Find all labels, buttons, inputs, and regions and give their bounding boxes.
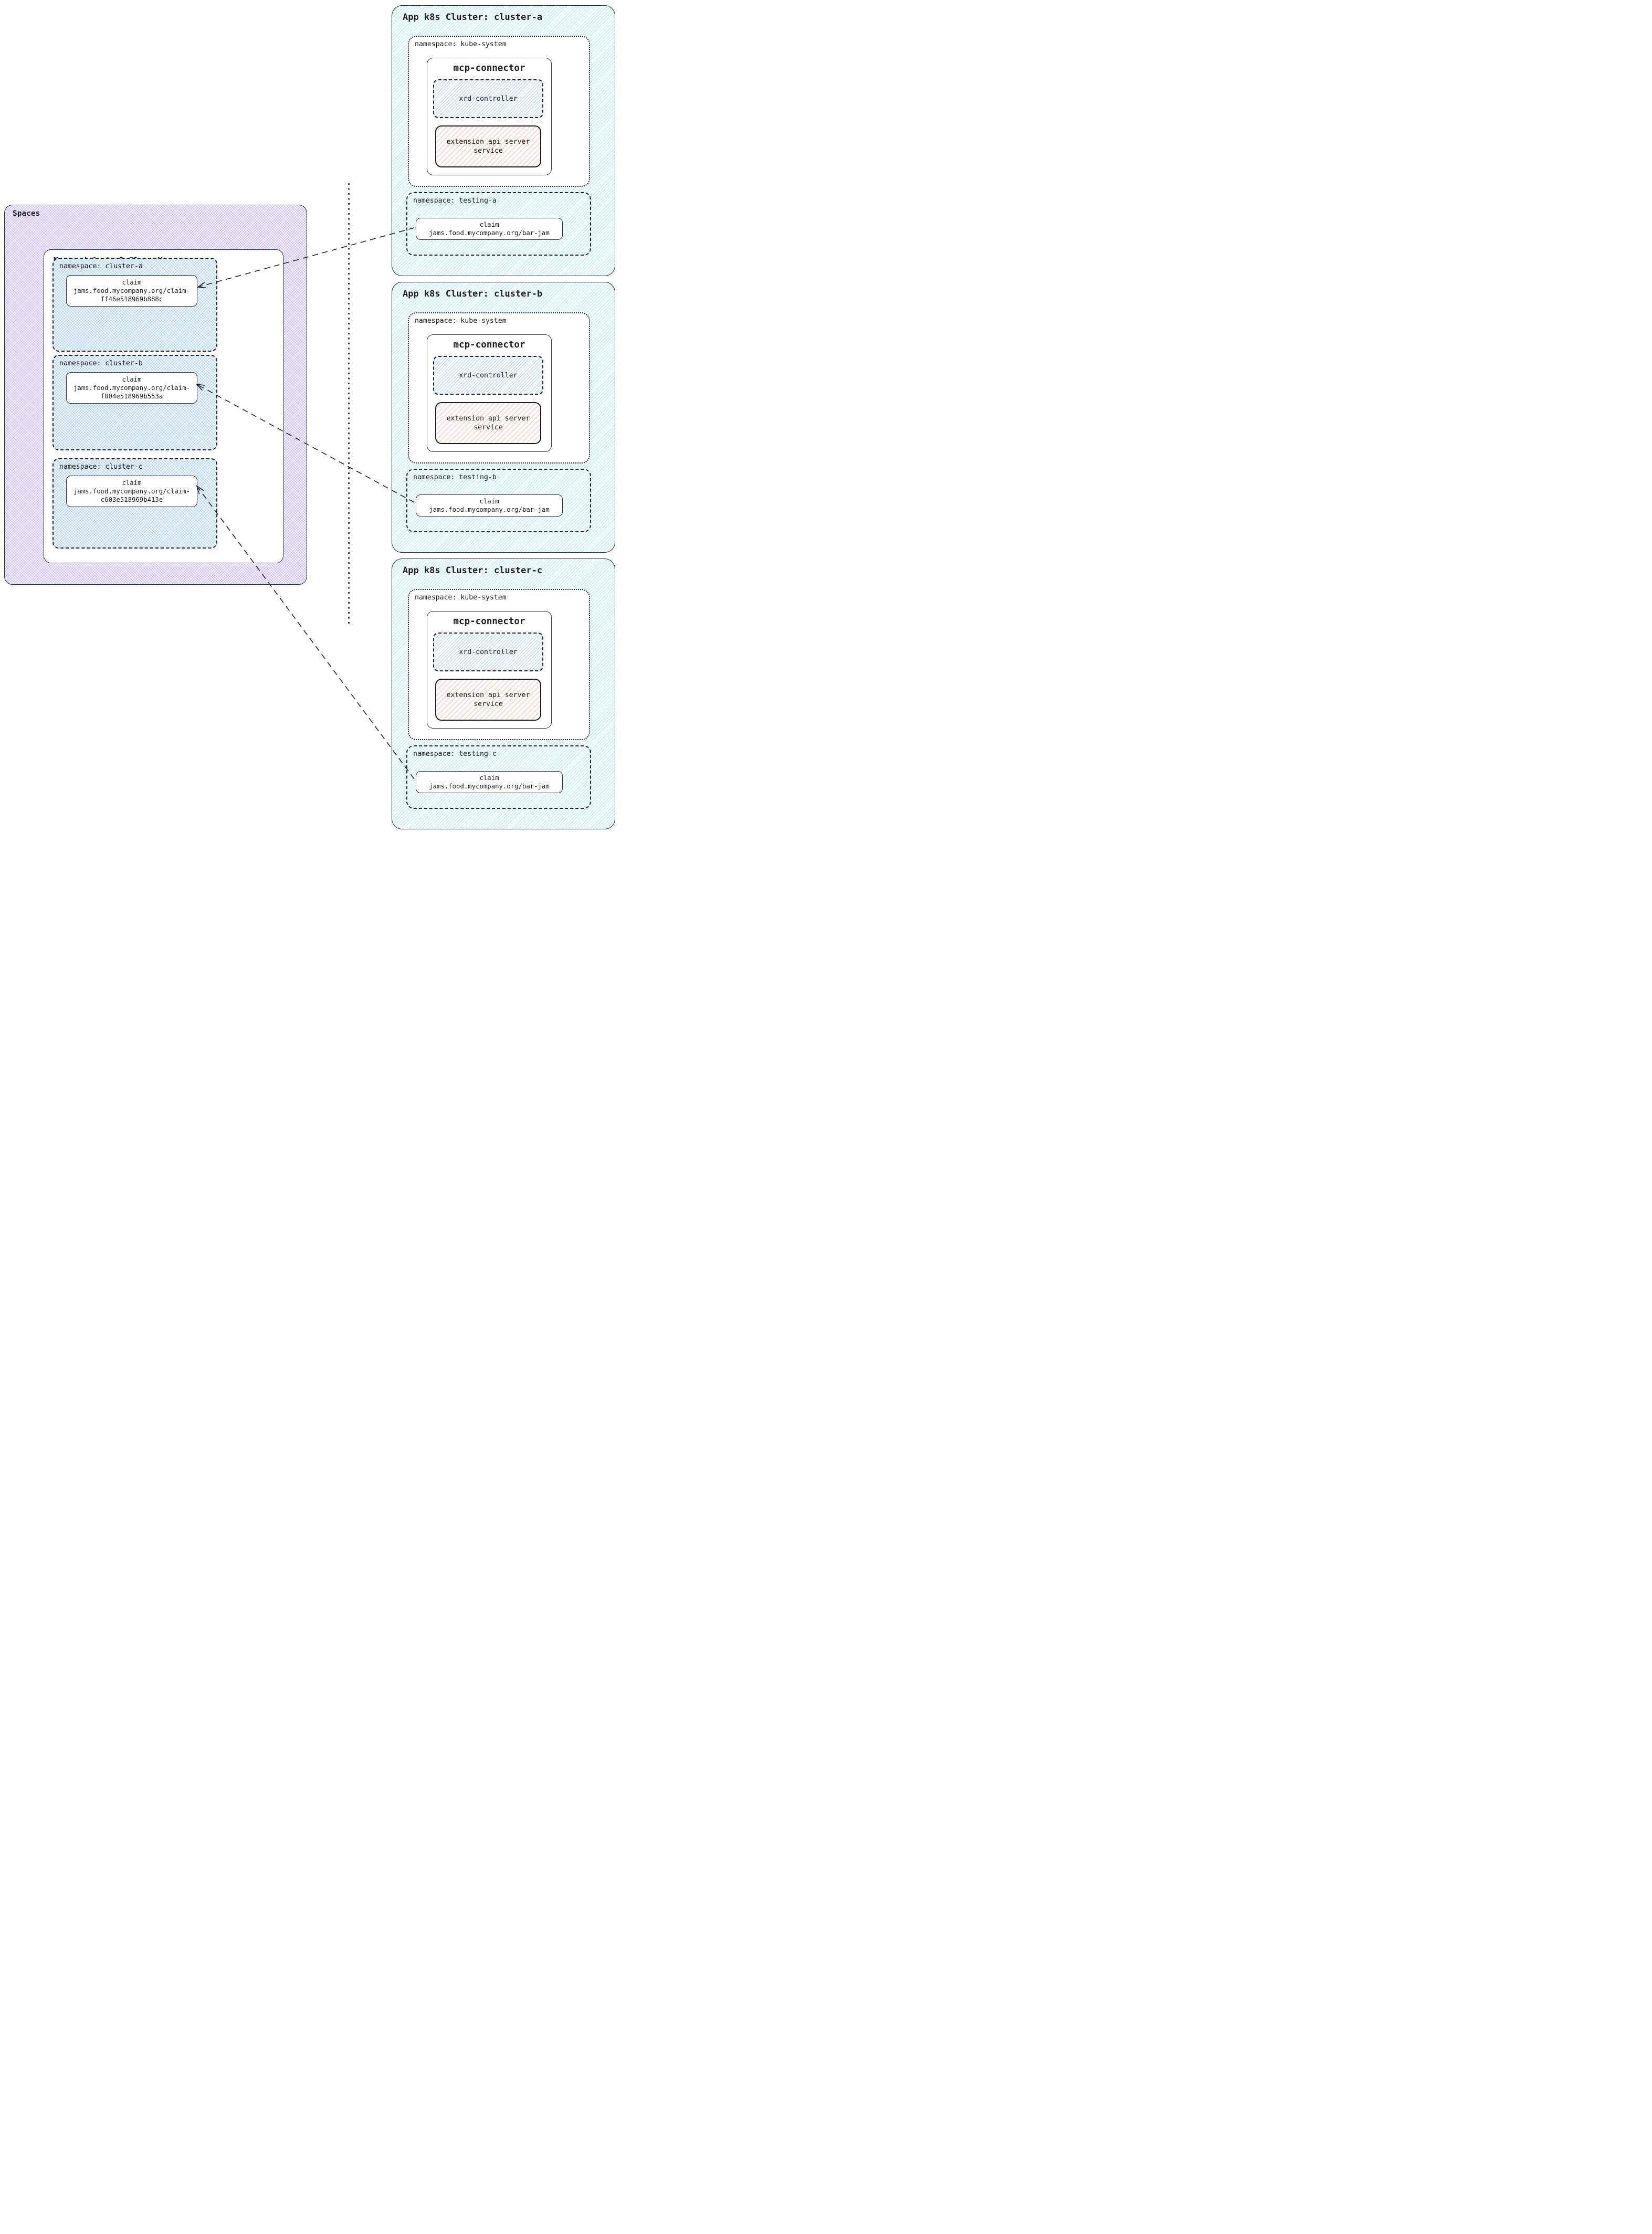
namespace-label: namespace: cluster-c [59, 463, 143, 471]
claim-card-testing-a: claim jams.food.mycompany.org/bar-jam [416, 218, 563, 240]
claim-kind: claim [122, 479, 142, 487]
mcp-connector-box: mcp-connector xrd-controller extension a… [427, 334, 552, 452]
kube-system-label: namespace: kube-system [415, 317, 507, 325]
claim-resource: jams.food.mycompany.org/bar-jam [429, 229, 550, 237]
extension-api-label-line1: extension api server [446, 138, 530, 146]
spaces-label: Spaces [13, 209, 40, 218]
kube-system-label: namespace: kube-system [415, 40, 507, 48]
mcp-connector-title: mcp-connector [453, 63, 525, 73]
cluster-box-c: App k8s Cluster: cluster-c namespace: ku… [392, 558, 615, 829]
extension-api-label-line2: service [473, 147, 503, 155]
control-plane-box: Managed Control Plane X namespace: clust… [44, 249, 283, 563]
claim-resource-line1: jams.food.mycompany.org/claim- [73, 488, 191, 495]
separator-dotted-line [348, 183, 350, 626]
namespace-label: namespace: cluster-b [59, 360, 143, 367]
testing-namespace-label: namespace: testing-c [413, 750, 497, 758]
diagram-canvas: Spaces Managed Control Plane X namespace… [0, 0, 619, 840]
namespace-label: namespace: cluster-a [59, 262, 143, 270]
kube-system-box: namespace: kube-system mcp-connector xrd… [408, 312, 590, 463]
namespace-box-cluster-a: namespace: cluster-a claim jams.food.myc… [52, 258, 217, 352]
extension-api-box: extension api server service [435, 125, 541, 167]
claim-resource-line2: f004e518969b553a [100, 393, 163, 400]
namespace-box-cluster-c: namespace: cluster-c claim jams.food.myc… [52, 458, 217, 549]
spaces-panel: Spaces Managed Control Plane X namespace… [4, 205, 307, 585]
extension-api-label-line1: extension api server [446, 415, 530, 423]
mcp-connector-title: mcp-connector [453, 616, 525, 627]
claim-resource-line2: c603e518969b413e [100, 496, 163, 503]
xrd-controller-box: xrd-controller [433, 356, 543, 395]
testing-namespace-box: namespace: testing-b claim jams.food.myc… [406, 469, 591, 532]
claim-resource-line1: jams.food.mycompany.org/claim- [73, 287, 191, 294]
kube-system-box: namespace: kube-system mcp-connector xrd… [408, 589, 590, 740]
kube-system-label: namespace: kube-system [415, 594, 507, 602]
xrd-controller-box: xrd-controller [433, 79, 543, 118]
claim-resource-line1: jams.food.mycompany.org/claim- [73, 384, 191, 392]
cluster-box-a: App k8s Cluster: cluster-a namespace: ku… [392, 5, 615, 276]
extension-api-box: extension api server service [435, 679, 541, 721]
xrd-controller-label: xrd-controller [459, 371, 518, 380]
testing-namespace-box: namespace: testing-a claim jams.food.myc… [406, 192, 591, 256]
claim-kind: claim [122, 376, 142, 383]
namespace-box-cluster-b: namespace: cluster-b claim jams.food.myc… [52, 355, 217, 450]
extension-api-label-line1: extension api server [446, 691, 530, 699]
claim-resource: jams.food.mycompany.org/bar-jam [429, 506, 550, 513]
cluster-title: App k8s Cluster: cluster-b [403, 289, 543, 299]
cluster-title: App k8s Cluster: cluster-c [403, 565, 543, 576]
claim-kind: claim [122, 279, 142, 286]
claim-card-cluster-b: claim jams.food.mycompany.org/claim- f00… [66, 372, 197, 404]
testing-namespace-label: namespace: testing-a [413, 197, 497, 205]
claim-card-testing-b: claim jams.food.mycompany.org/bar-jam [416, 494, 563, 517]
cluster-box-b: App k8s Cluster: cluster-b namespace: ku… [392, 282, 615, 553]
xrd-controller-label: xrd-controller [459, 648, 518, 656]
mcp-connector-box: mcp-connector xrd-controller extension a… [427, 58, 552, 175]
claim-kind: claim [479, 774, 499, 782]
claim-card-cluster-c: claim jams.food.mycompany.org/claim- c60… [66, 476, 197, 507]
testing-namespace-box: namespace: testing-c claim jams.food.myc… [406, 745, 591, 809]
cluster-title: App k8s Cluster: cluster-a [403, 12, 543, 23]
extension-api-label-line2: service [473, 424, 503, 431]
xrd-controller-box: xrd-controller [433, 633, 543, 671]
extension-api-box: extension api server service [435, 402, 541, 444]
claim-card-testing-c: claim jams.food.mycompany.org/bar-jam [416, 771, 563, 793]
claim-kind: claim [479, 498, 499, 505]
mcp-connector-box: mcp-connector xrd-controller extension a… [427, 611, 552, 729]
claim-resource: jams.food.mycompany.org/bar-jam [429, 783, 550, 790]
mcp-connector-title: mcp-connector [453, 340, 525, 350]
claim-resource-line2: ff46e518969b888c [100, 296, 163, 303]
xrd-controller-label: xrd-controller [459, 94, 518, 103]
testing-namespace-label: namespace: testing-b [413, 473, 497, 481]
claim-kind: claim [479, 221, 499, 228]
claim-card-cluster-a: claim jams.food.mycompany.org/claim- ff4… [66, 275, 197, 307]
extension-api-label-line2: service [473, 700, 503, 708]
kube-system-box: namespace: kube-system mcp-connector xrd… [408, 36, 590, 187]
